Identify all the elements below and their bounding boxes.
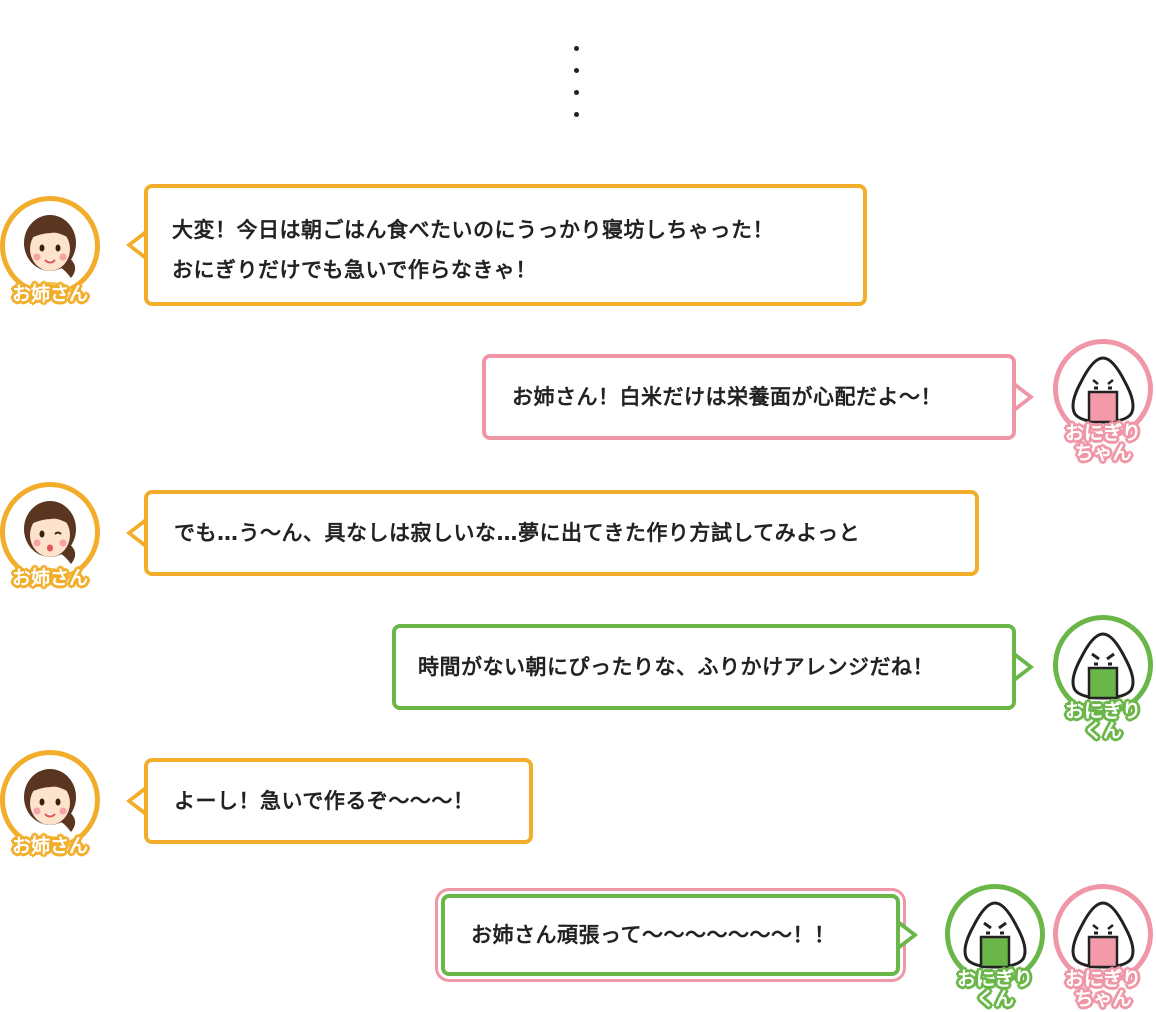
woman-face-icon xyxy=(0,196,100,296)
speech-bubble: 時間がない朝にぴったりな、ふりかけアレンジだね！ xyxy=(392,624,1016,710)
speaker-name: おにぎり ちゃん xyxy=(1053,969,1153,1009)
speaker-name: おにぎり くん xyxy=(945,969,1045,1009)
woman-face-icon xyxy=(0,482,100,582)
onigiri-green-icon xyxy=(1053,615,1153,715)
speech-bubble: でも…う〜ん、具なしは寂しいな…夢に出てきた作り方試してみよっと xyxy=(144,490,979,576)
message-text: お姉さん！白米だけは栄養面が心配だよ〜！ xyxy=(512,385,942,409)
speaker-name: お姉さん xyxy=(11,283,88,305)
message-line: 大変！今日は朝ごはん食べたいのにうっかり寝坊しちゃった！ xyxy=(172,218,774,242)
speaker-name-line: おにぎり xyxy=(1064,968,1141,990)
bubble-tail xyxy=(126,231,144,259)
speaker-name-line: くん xyxy=(975,988,1014,1010)
speaker-name-line: おにぎり xyxy=(1064,422,1141,444)
message-text: お姉さん頑張って〜〜〜〜〜〜〜！！ xyxy=(471,923,836,947)
message-line: おにぎりだけでも急いで作らなきゃ！ xyxy=(172,258,537,282)
speaker-name-line: おにぎり xyxy=(956,968,1033,990)
bubble-tail xyxy=(126,519,144,547)
bubble-tail xyxy=(126,787,144,815)
dot xyxy=(574,90,579,95)
message-text: よーし！急いで作るぞ〜〜〜！ xyxy=(174,789,475,813)
ellipsis-dots xyxy=(571,44,583,130)
message-text: 時間がない朝にぴったりな、ふりかけアレンジだね！ xyxy=(418,655,934,679)
speaker-name: お姉さん xyxy=(11,835,88,857)
woman-face-icon xyxy=(0,750,100,850)
dot xyxy=(574,68,579,73)
speaker-name-line: くん xyxy=(1083,720,1122,742)
speaker-name-line: ちゃん xyxy=(1074,442,1132,464)
message-text: でも…う〜ん、具なしは寂しいな…夢に出てきた作り方試してみよっと xyxy=(174,521,861,545)
speaker-name: お姉さん xyxy=(11,567,88,589)
onigiri-green-icon xyxy=(945,884,1045,984)
dot xyxy=(574,112,579,117)
onigiri-pink-icon xyxy=(1053,339,1153,439)
speech-bubble: よーし！急いで作るぞ〜〜〜！ xyxy=(144,758,533,844)
dot xyxy=(574,46,579,51)
bubble-tail xyxy=(1016,383,1034,411)
bubble-tail xyxy=(1016,653,1034,681)
speech-bubble: 大変！今日は朝ごはん食べたいのにうっかり寝坊しちゃった！ おにぎりだけでも急いで… xyxy=(144,184,867,306)
speaker-name-line: おにぎり xyxy=(1064,700,1141,722)
bubble-tail xyxy=(900,921,918,949)
speech-bubble: お姉さん！白米だけは栄養面が心配だよ〜！ xyxy=(482,354,1016,440)
speaker-name: おにぎり ちゃん xyxy=(1053,423,1153,463)
speech-bubble: お姉さん頑張って〜〜〜〜〜〜〜！！ xyxy=(441,894,900,976)
speaker-name: おにぎり くん xyxy=(1053,701,1153,741)
onigiri-pink-icon xyxy=(1053,884,1153,984)
speaker-name-line: ちゃん xyxy=(1074,988,1132,1010)
